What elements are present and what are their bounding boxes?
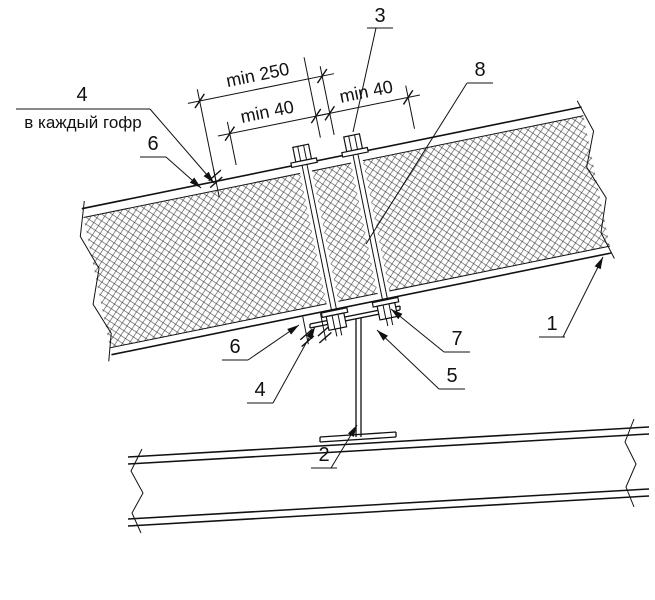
- callout-purlin-flange: 5: [376, 329, 465, 390]
- callout-bolt: 3: [352, 5, 393, 133]
- callout-beam-leader: [330, 424, 358, 469]
- screw-bottom-left-shaft: [302, 316, 309, 345]
- callout-screw-bottom: 6: [222, 324, 300, 361]
- callout-beam: 2: [311, 424, 358, 469]
- bolt-2-head-facet-2: [354, 134, 359, 150]
- callout-screw-each-flute-note: в каждый гофр: [24, 113, 141, 132]
- dim-min-40-right-tick-left: [324, 105, 336, 121]
- callout-bolt-label: 3: [374, 5, 385, 27]
- callout-screw-each-flute-leader: [149, 108, 215, 184]
- callout-nut-label: 7: [451, 328, 462, 350]
- panel-bottom-face-line: [111, 252, 612, 356]
- callout-screw-top: 6: [140, 133, 202, 189]
- callout-screw-each-flute-number: 4: [76, 84, 87, 106]
- extension-line-screw: [196, 89, 217, 182]
- panel-break-left: [79, 200, 112, 362]
- beam-break-left: [130, 448, 144, 534]
- bolt-1: [290, 143, 349, 337]
- bolt-2-washer-top: [341, 146, 369, 158]
- bolt-1-head-facet-1: [297, 146, 302, 162]
- purlin-bottom-flange-caps: [319, 432, 397, 442]
- callout-beam-label: 2: [318, 444, 329, 466]
- callout-screw-bottom-2-leader: [272, 326, 316, 404]
- beam-break-right: [624, 418, 637, 508]
- screw-bottom-right-shaft: [319, 313, 327, 341]
- bolt-1-shank-left: [300, 160, 338, 337]
- beam-top-flange-line: [127, 426, 650, 458]
- extension-line-center-right: [319, 66, 335, 135]
- bolt-1-head-facet-2: [303, 145, 308, 160]
- dim-min-250-line: [187, 73, 335, 104]
- callout-bolt-leader: [352, 27, 377, 133]
- dim-min-40-right: min 40: [317, 76, 420, 121]
- bolt-1-nut: [325, 312, 348, 332]
- callout-screw-bottom-label: 6: [229, 336, 240, 358]
- bolt-2-head-facet-1: [348, 135, 353, 151]
- bolt-1-nut-facet-1: [331, 315, 336, 330]
- callout-purlin-flange-leader: [376, 329, 440, 390]
- bolt-2-shank-right: [356, 149, 394, 326]
- callout-panel: 1: [539, 256, 604, 338]
- callout-screw-bottom-2-label: 4: [254, 379, 265, 401]
- beam-bottom-flange-line: [127, 495, 650, 527]
- bolt-1-nut-facet-2: [337, 314, 342, 329]
- dim-min-250-text: min 250: [224, 59, 291, 91]
- bolt-1-shank-right: [305, 159, 343, 336]
- purlin-bottom-flange-inner-line: [319, 436, 397, 443]
- dim-min-40-left-tick-left: [224, 126, 236, 142]
- dim-min-40-left-tick-right: [310, 108, 322, 124]
- panel-bottom-skin-line: [109, 245, 610, 349]
- callout-panel-leader: [562, 256, 604, 338]
- callout-purlin-flange-label: 5: [446, 365, 457, 387]
- callout-screw-bottom-2: 4: [247, 326, 316, 404]
- callout-screw-top-label: 6: [147, 133, 158, 155]
- callout-screw-bottom-leader: [247, 324, 300, 361]
- callout-nut: 7: [390, 308, 470, 353]
- bolt-1-washer-top: [290, 157, 318, 169]
- screw-bottom-right-tick-2: [318, 331, 332, 344]
- callout-screw-each-flute: 4 в каждый гофр: [16, 84, 215, 184]
- bolt-2-nut-facet-1: [382, 304, 387, 319]
- screw-top-head-tick-2: [209, 176, 223, 189]
- callouts: 3 8 4 в каждый гофр 6 6: [16, 5, 604, 469]
- main-beam: [127, 418, 650, 534]
- roof-panel-group: min 250 min 40 min 40: [79, 57, 615, 362]
- panel-top-face-line: [81, 106, 582, 210]
- purlin-bottom-flange-line: [319, 431, 397, 438]
- callout-screw-top-leader: [165, 156, 202, 189]
- callout-nut-leader: [390, 308, 445, 353]
- dim-min-250-tick-right: [316, 68, 328, 84]
- panel-insulation-hatch: [83, 115, 610, 348]
- callout-bolt-shank-leader: [365, 82, 468, 245]
- dim-min-40-left: min 40: [217, 97, 328, 142]
- dim-min-40-right-tick-right: [402, 89, 414, 105]
- beam-bottom-flange-inner-line: [127, 488, 650, 520]
- panel-break-right: [576, 100, 615, 259]
- extension-line-left-stub: [226, 121, 237, 166]
- dim-min-40-right-line: [317, 94, 420, 117]
- extension-line-right-stub: [405, 85, 416, 129]
- dim-min-40-left-line: [217, 113, 328, 137]
- extension-line-center-left: [303, 57, 321, 138]
- beam-top-flange-inner-line: [127, 433, 650, 465]
- callout-bolt-shank-label: 8: [474, 59, 485, 81]
- callout-bolt-shank: 8: [365, 59, 493, 245]
- callout-panel-label: 1: [546, 313, 557, 335]
- dim-min-250-tick-left: [194, 93, 205, 109]
